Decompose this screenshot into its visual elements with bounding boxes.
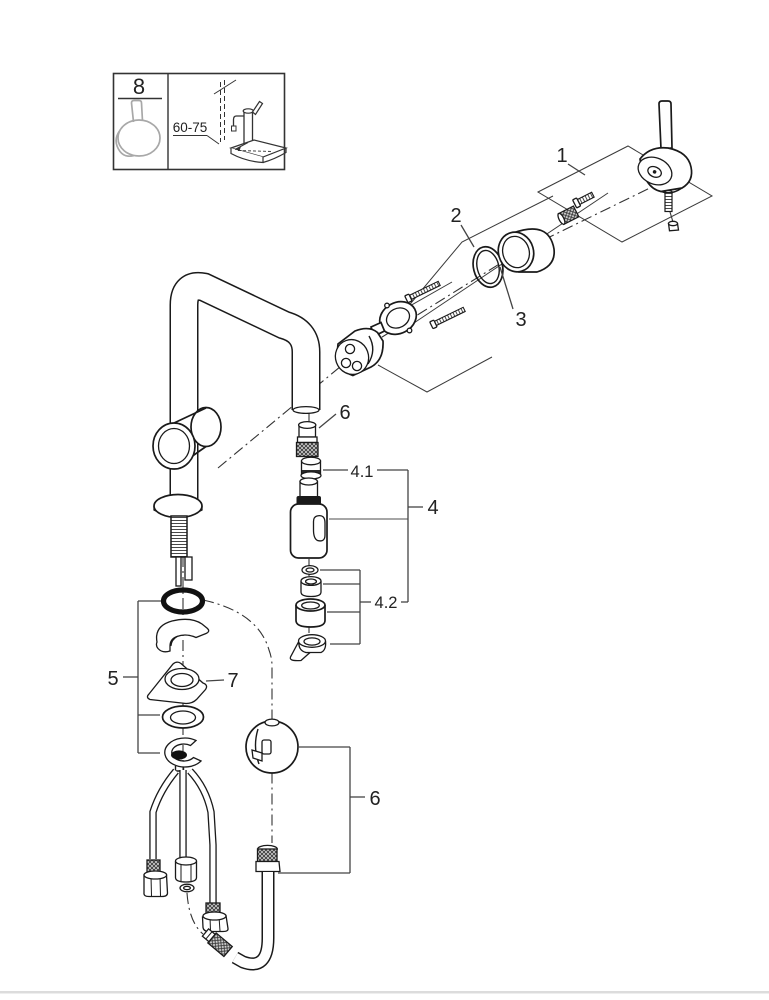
- callout-1: 1: [556, 145, 567, 167]
- handle-fixing-nut: [557, 205, 580, 226]
- spout-connector: [295, 420, 319, 458]
- seal-sleeve: [295, 598, 326, 628]
- stabilizer-washer: [161, 705, 205, 729]
- mounting-screw-2: [429, 306, 466, 330]
- hose-top-nut: [255, 844, 281, 873]
- hose-connection-nut: [201, 911, 229, 933]
- seal-kit: [289, 564, 327, 662]
- callouts: 1 2 3 6 4.1 4 4.2 5 7: [107, 145, 586, 874]
- threaded-shank: [170, 515, 188, 558]
- mounting-set: [378, 280, 466, 336]
- supply-stub-left: [175, 556, 182, 587]
- spout-outlet: [292, 405, 320, 415]
- pullout-hose: [201, 844, 281, 971]
- callout-4: 4: [427, 497, 438, 519]
- spray-button: [312, 515, 326, 542]
- middle-tube-nut: [174, 856, 198, 883]
- callout-3: 3: [515, 309, 526, 331]
- spray-head: [289, 477, 328, 559]
- base-o-ring: [160, 587, 206, 615]
- check-valve: [300, 456, 322, 480]
- seal-o-ring: [301, 564, 319, 576]
- handle-cap-nut: [667, 220, 680, 232]
- handle-set-screw: [664, 191, 673, 213]
- install-sketch: 60-75: [173, 79, 288, 164]
- hose-weight: [245, 718, 299, 774]
- lever-handle-icon: [115, 99, 161, 158]
- footer-rule: [0, 991, 769, 994]
- mounting-flange: [378, 300, 418, 336]
- inset-box: 8 60-75: [112, 72, 288, 171]
- callout-2: 2: [450, 205, 461, 227]
- callout-6-upper: 6: [339, 402, 350, 424]
- tube-washer: [179, 883, 195, 893]
- fixing-kit: [146, 587, 210, 772]
- callout-4-2: 4.2: [375, 594, 398, 612]
- base-escutcheon: [153, 493, 203, 519]
- supply-stub-right: [184, 556, 193, 581]
- trim-cap-group: [472, 228, 556, 289]
- mounting-clamp: [164, 737, 203, 772]
- stabilizer-bracket: [146, 661, 208, 705]
- handle-pin: [658, 100, 673, 150]
- handle-fixing-screw: [572, 191, 595, 209]
- callout-6-lower: 6: [369, 788, 380, 810]
- mounting-depth-label: 60-75: [173, 120, 208, 135]
- trim-cap: [497, 228, 556, 273]
- cartridge: [334, 321, 386, 377]
- faucet-body: [152, 271, 321, 587]
- seal-clip: [289, 634, 327, 662]
- handle-mount-cylinder: [152, 406, 222, 470]
- mini-countertop: [228, 139, 288, 164]
- handle-assembly: [557, 100, 693, 232]
- mounting-screw-1: [404, 280, 441, 304]
- inset-part-number: 8: [133, 74, 145, 99]
- callout-4-1: 4.1: [351, 463, 374, 481]
- callout-7: 7: [227, 670, 238, 692]
- callout-5: 5: [107, 668, 118, 690]
- supply-hoses: [143, 768, 229, 933]
- left-hose-nut: [143, 870, 169, 898]
- seal-insert: [300, 575, 322, 598]
- friction-saddle: [155, 618, 210, 653]
- spout-tube: [171, 273, 319, 504]
- hose-end-fitting: [201, 927, 234, 958]
